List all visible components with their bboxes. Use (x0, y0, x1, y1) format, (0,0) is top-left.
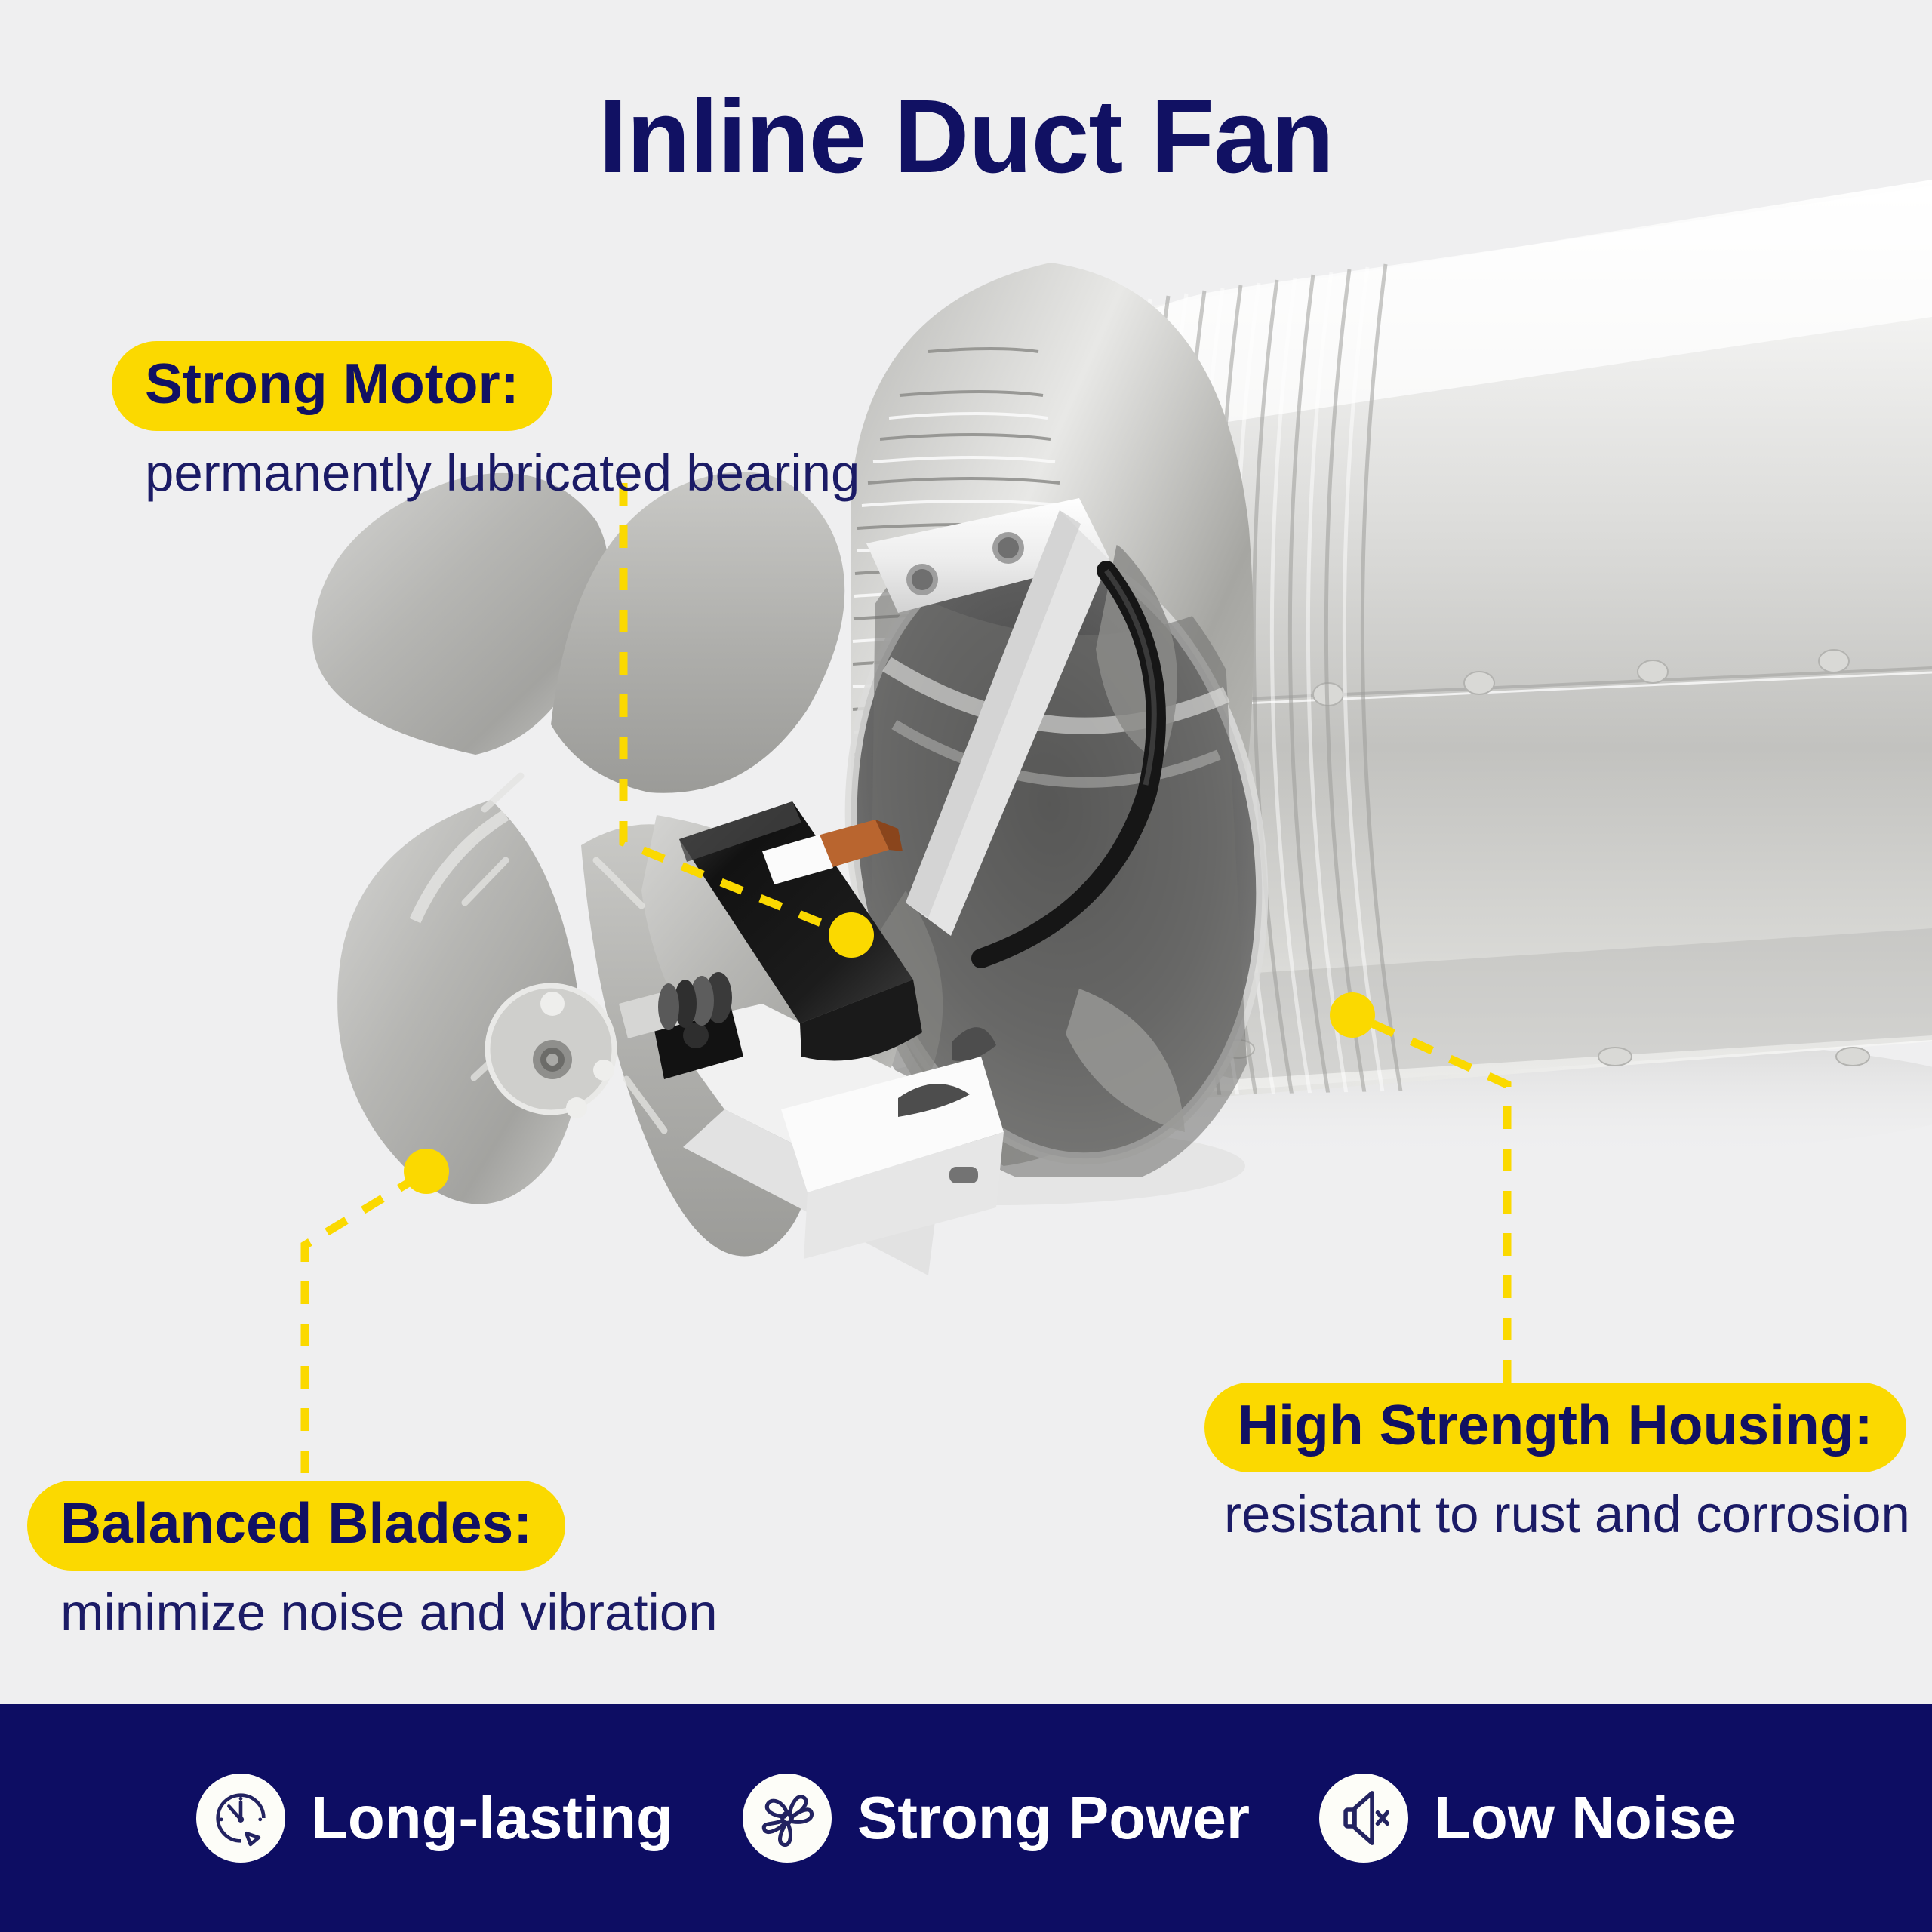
marker-dot-high-strength-housing (1330, 992, 1375, 1038)
callout-high-strength-housing-description: resistant to rust and corrosion (1224, 1484, 1910, 1543)
page-title: Inline Duct Fan (598, 78, 1334, 195)
feature-low-noise: Low Noise (1318, 1774, 1736, 1863)
marker-dot-balanced-blades (404, 1149, 449, 1194)
clock-gauge-icon (195, 1774, 285, 1863)
callout-strong-motor: Strong Motor: permanently lubricated bea… (112, 341, 860, 500)
motor-shaft (619, 972, 732, 1038)
feature-low-noise-label: Low Noise (1433, 1784, 1736, 1851)
feature-bar: Long-lasting Strong Power (0, 1704, 1932, 1932)
leader-strong-motor (619, 483, 840, 934)
callout-strong-motor-description: permanently lubricated bearing (145, 443, 860, 502)
feature-long-lasting-label: Long-lasting (310, 1784, 673, 1851)
callout-balanced-blades: Balanced Blades: minimize noise and vibr… (27, 1481, 718, 1640)
feature-strong-power-label: Strong Power (857, 1784, 1250, 1851)
leader-high-strength-housing (1356, 1013, 1512, 1383)
motor-assembly (619, 801, 1004, 1275)
callout-leader-lines (300, 483, 1512, 1473)
copper-terminal (762, 820, 903, 884)
mounting-bracket (866, 498, 1109, 936)
feature-strong-power: Strong Power (742, 1774, 1250, 1863)
callout-high-strength-housing: High Strength Housing: resistant to rust… (1204, 1383, 1910, 1542)
duct-housing (844, 180, 1932, 1177)
fan-propeller-icon (742, 1774, 832, 1863)
marker-dot-strong-motor (829, 912, 874, 958)
speaker-muted-icon (1318, 1774, 1408, 1863)
product-illustration (312, 180, 1932, 1275)
feature-long-lasting: Long-lasting (195, 1774, 673, 1863)
leader-balanced-blades (300, 1171, 425, 1473)
callout-balanced-blades-description: minimize noise and vibration (60, 1583, 718, 1641)
callout-high-strength-housing-heading: High Strength Housing: (1204, 1383, 1906, 1472)
impeller-hub (485, 983, 617, 1118)
callout-strong-motor-heading: Strong Motor: (112, 341, 552, 431)
callout-balanced-blades-heading: Balanced Blades: (27, 1481, 566, 1571)
